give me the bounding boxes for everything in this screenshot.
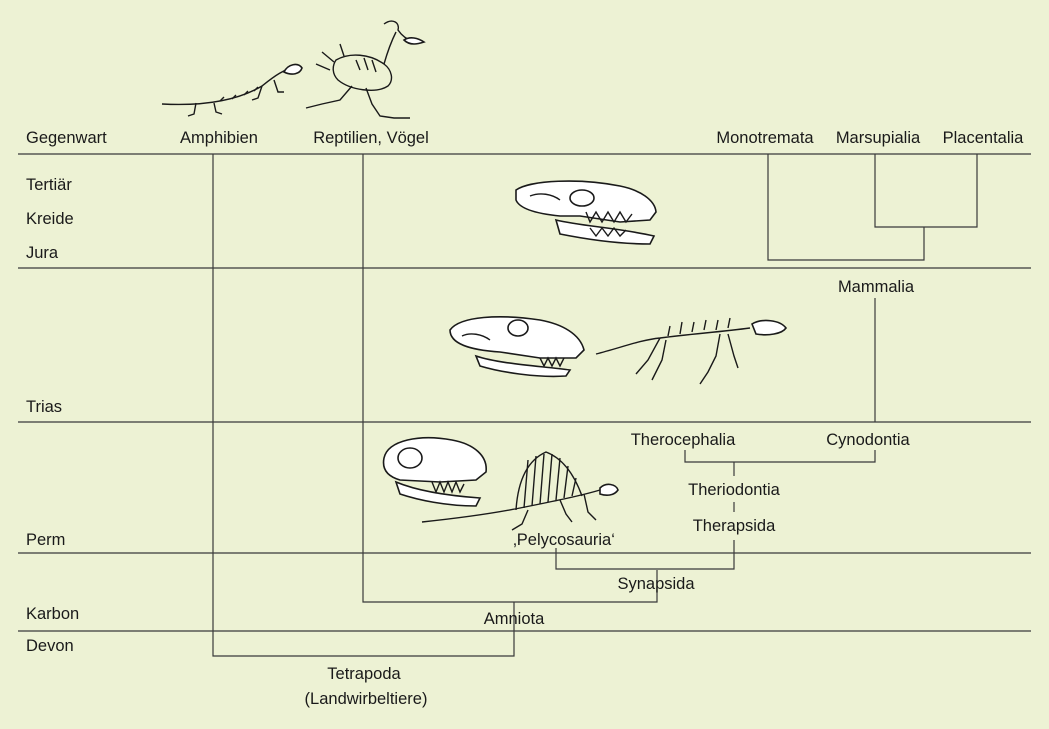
taxon-theriodontia: Theriodontia	[688, 481, 781, 499]
taxon-synapsida: Synapsida	[617, 575, 695, 593]
taxon-labels: Amphibien Reptilien, Vögel Monotremata M…	[180, 129, 1024, 708]
branch-mammalia	[767, 154, 925, 261]
taxon-cynodontia: Cynodontia	[826, 431, 910, 449]
taxon-tetrapoda: Tetrapoda	[327, 665, 401, 683]
taxon-amphibien: Amphibien	[180, 129, 258, 147]
mammal-skull-icon	[515, 180, 657, 245]
period-kreide: Kreide	[26, 210, 74, 228]
tree-branches	[212, 154, 978, 657]
period-karbon: Karbon	[26, 605, 79, 623]
period-labels: Gegenwart Tertiär Kreide Jura Trias Perm…	[26, 129, 107, 655]
taxon-landwirbeltiere: (Landwirbeltiere)	[305, 690, 428, 708]
branch-amniota	[362, 154, 658, 603]
taxon-mammalia: Mammalia	[838, 278, 915, 296]
taxon-monotremata: Monotremata	[716, 129, 814, 147]
period-perm: Perm	[26, 531, 65, 549]
taxon-amniota: Amniota	[484, 610, 545, 628]
cynodont-skeleton-icon	[595, 317, 787, 385]
taxon-therocephalia: Therocephalia	[631, 431, 736, 449]
taxon-reptilien: Reptilien, Vögel	[313, 129, 429, 147]
pelycosaur-skull-icon	[382, 437, 487, 507]
taxon-placentalia: Placentalia	[943, 129, 1025, 147]
branch-theria	[874, 154, 978, 228]
taxon-marsupialia: Marsupialia	[836, 129, 921, 147]
branch-synapsida	[555, 540, 735, 570]
taxon-therapsida: Therapsida	[693, 517, 776, 535]
taxon-pelycosauria: ‚Pelycosauria‘	[513, 531, 615, 549]
period-boundaries	[18, 153, 1031, 632]
period-devon: Devon	[26, 637, 74, 655]
bird-skeleton-icon	[305, 20, 426, 119]
branch-tetrapoda	[212, 154, 515, 657]
period-trias: Trias	[26, 398, 62, 416]
branch-theriodontia-split	[684, 450, 876, 463]
period-gegenwart: Gegenwart	[26, 129, 107, 147]
period-jura: Jura	[26, 244, 59, 262]
period-tertiaer: Tertiär	[26, 176, 72, 194]
dimetrodon-skeleton-icon	[421, 451, 619, 531]
salamander-skeleton-icon	[161, 63, 303, 117]
cynodont-skull-icon	[449, 316, 585, 378]
